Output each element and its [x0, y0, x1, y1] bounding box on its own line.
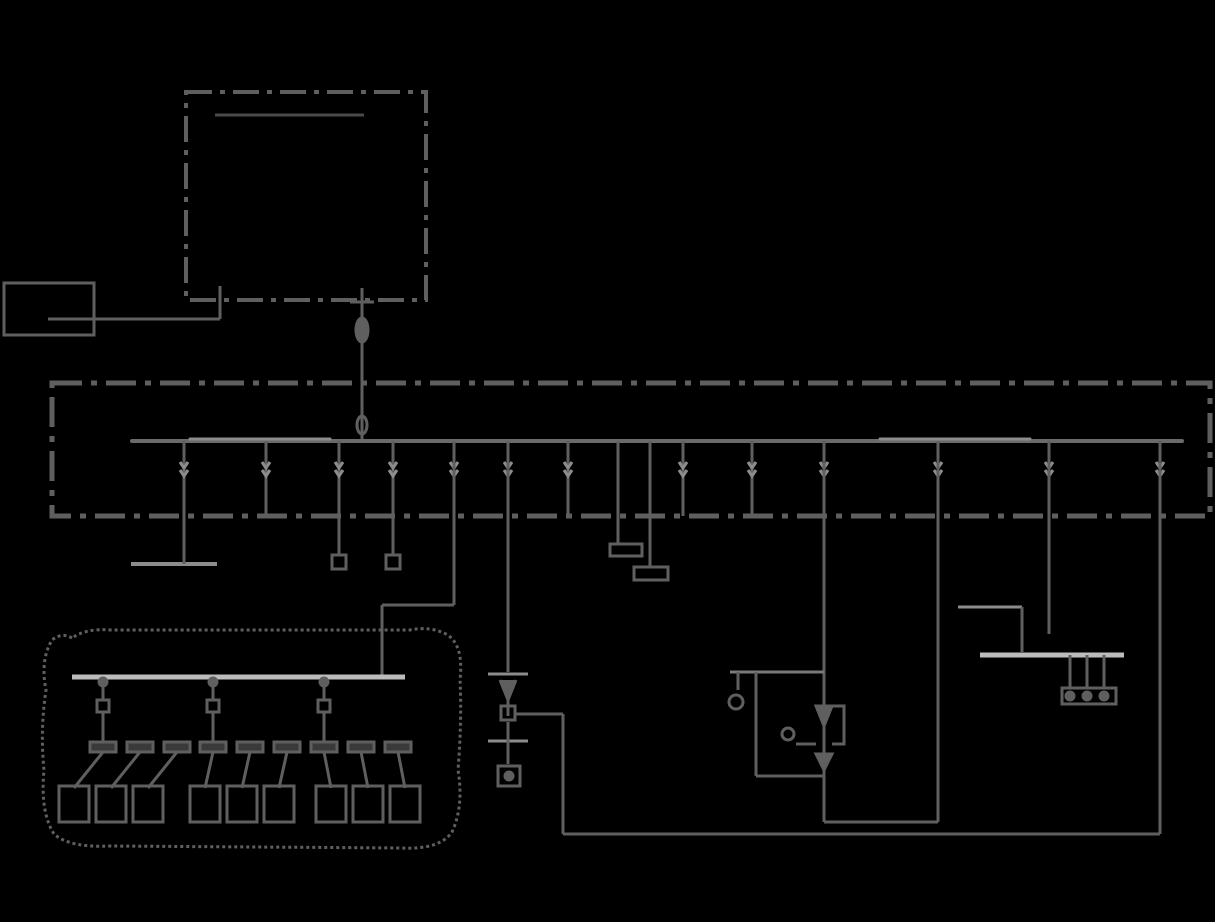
outgoing-breaker — [346, 740, 376, 754]
breaker-symbol — [178, 441, 190, 516]
load-box — [388, 784, 422, 824]
load-feed — [240, 751, 252, 789]
load-feed — [322, 751, 333, 789]
breaker-symbol — [387, 441, 399, 516]
main-busbar — [130, 437, 1184, 443]
breaker-chevron — [260, 461, 272, 479]
outgoing-breaker — [309, 740, 339, 754]
earth-terminal — [496, 764, 522, 788]
lower-cloud-boundary — [40, 627, 463, 850]
auxiliary-loads — [608, 441, 670, 582]
load-feed — [396, 751, 407, 789]
load-box — [262, 784, 296, 824]
breaker-chevron — [677, 461, 689, 479]
load-feed — [277, 751, 289, 789]
outgoing-breaker — [272, 740, 302, 754]
breaker-symbol — [677, 441, 689, 516]
breaker-chevron — [746, 461, 758, 479]
breaker-symbol — [746, 441, 758, 516]
load-feed — [146, 751, 179, 789]
load-group — [188, 676, 302, 824]
load-groups — [57, 676, 422, 824]
load-box — [188, 784, 222, 824]
load-box — [351, 784, 385, 824]
motor-symbol — [727, 460, 846, 822]
breaker-chevron — [178, 461, 190, 479]
load-box — [131, 784, 165, 824]
load-box — [57, 784, 91, 824]
load-box — [225, 784, 259, 824]
breaker-symbol — [260, 441, 272, 516]
outgoing-breaker — [125, 740, 155, 754]
disconnect-switch — [488, 460, 563, 764]
breaker-chevron — [562, 461, 574, 479]
outgoing-breaker — [198, 740, 228, 754]
return-loop — [561, 450, 1162, 836]
breaker-symbol — [562, 441, 574, 516]
outgoing-breaker — [162, 740, 192, 754]
load-feed — [72, 751, 105, 789]
outgoing-breaker — [88, 740, 118, 754]
outgoing-load-box — [330, 516, 402, 571]
load-box — [94, 784, 128, 824]
outgoing-breaker — [235, 740, 265, 754]
load-group — [309, 676, 422, 824]
load-feed — [359, 751, 370, 789]
breaker-chevron — [333, 461, 345, 479]
load-group — [57, 676, 192, 824]
capacitor-bank — [958, 450, 1124, 706]
left-outgoing-bar — [131, 516, 217, 566]
breaker-symbol — [333, 441, 345, 516]
outgoing-breaker — [383, 740, 413, 754]
breaker-chevron — [387, 461, 399, 479]
load-feed — [109, 751, 142, 789]
load-box — [314, 784, 348, 824]
panel-to-switchgear-link — [350, 288, 374, 440]
upper-control-panel — [184, 90, 428, 302]
load-feed — [203, 751, 215, 789]
left-terminal-box — [2, 281, 222, 337]
sub-distribution-feeder — [380, 460, 456, 676]
switchgear-enclosure — [49, 380, 1213, 519]
